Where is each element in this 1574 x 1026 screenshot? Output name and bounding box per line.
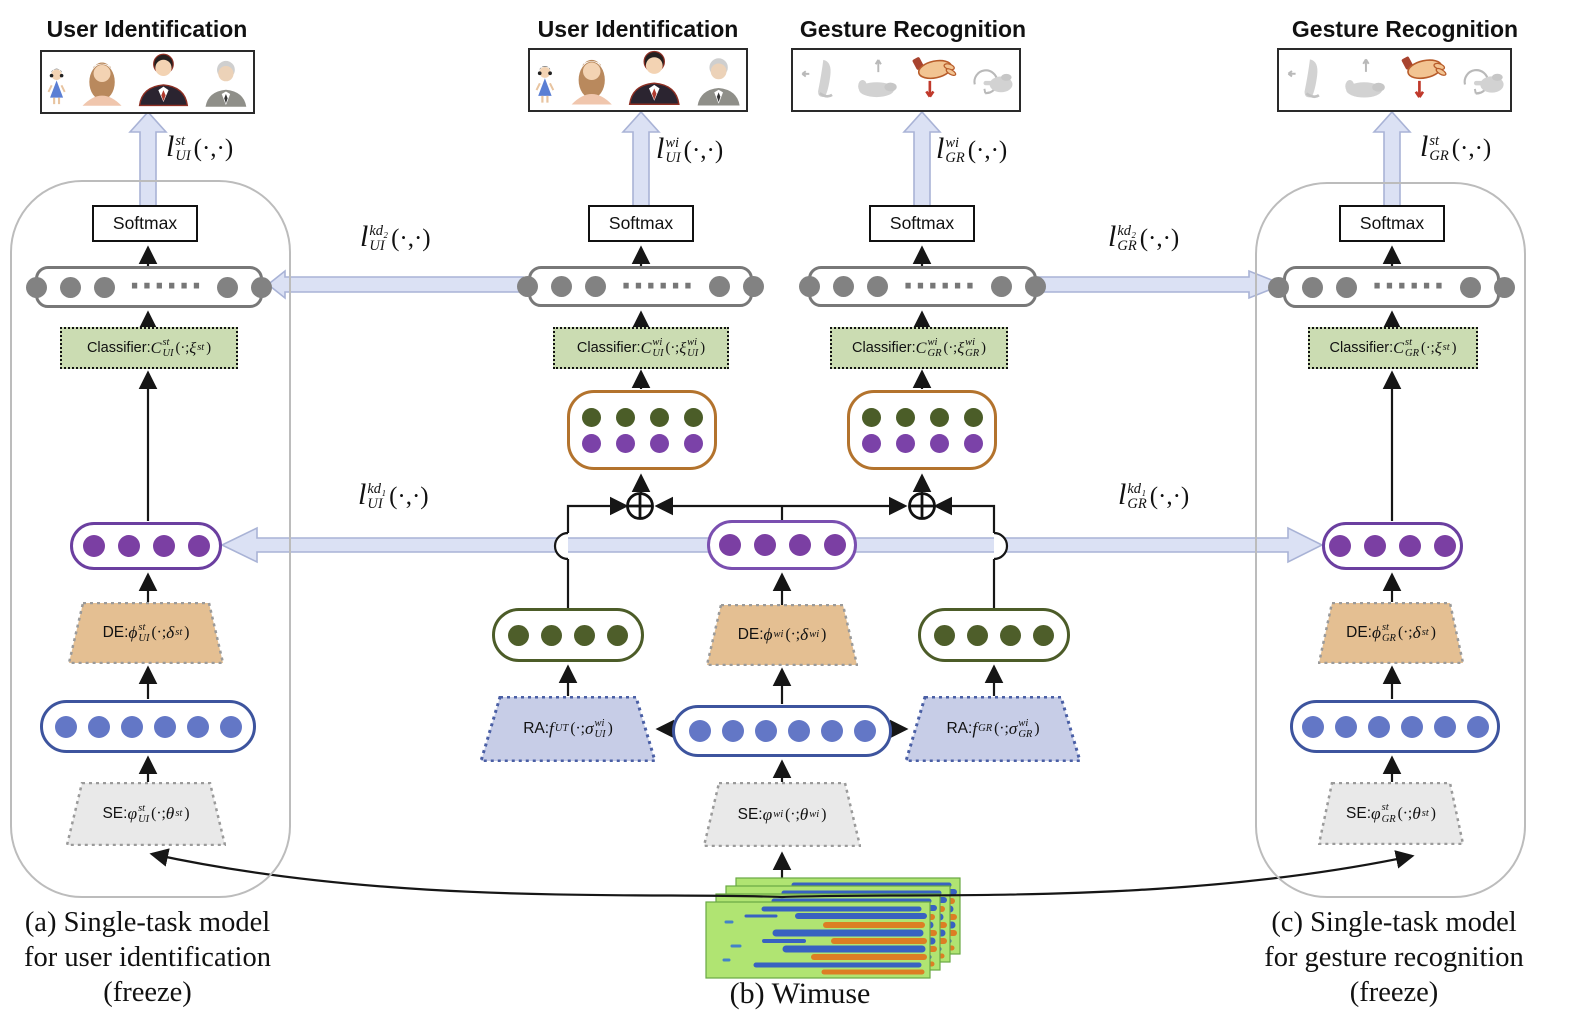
kd2-left-band-arrow [266, 269, 524, 300]
shallow-feature-capsule-b [672, 705, 892, 757]
title-user-identification-left: User Identification [46, 16, 248, 42]
logits-capsule-c: ······ [1268, 266, 1515, 308]
woman-avatar-icon [82, 62, 122, 106]
shallow-feature-capsule-a [40, 700, 256, 753]
kd2-right-band-arrow [1036, 269, 1286, 300]
panel-single-task-ui [10, 180, 291, 898]
residual-feature-capsule-ui [492, 608, 644, 662]
common-feature-capsule-b [707, 520, 857, 570]
gesture-lift-up-icon [858, 59, 897, 98]
panel-single-task-gr [1255, 182, 1526, 898]
gesture-circle-icon [1463, 69, 1504, 95]
user-classes-image-left [40, 50, 255, 114]
ellipsis-dots: ······ [128, 269, 204, 304]
residual-feature-capsule-gr [918, 608, 1070, 662]
shallow-feature-capsule-c [1290, 700, 1500, 753]
line-hop-right [993, 531, 1009, 561]
softmax-up-arrow-ui [621, 110, 661, 207]
elder-avatar-icon [205, 60, 247, 107]
common-feature-capsule-c [1322, 522, 1463, 570]
wimuse-input-spectrograms [706, 878, 960, 978]
fused-feature-capsule-ui [567, 390, 717, 470]
softmax-up-arrow-gr [902, 110, 942, 207]
fused-feature-capsule-gr [847, 390, 997, 470]
softmax-box-c: Softmax [1339, 205, 1445, 242]
gesture-swipe-left-icon [1287, 59, 1320, 99]
gesture-push-down-selected-icon [912, 57, 957, 98]
title-gesture-recognition-mid: Gesture Recognition [799, 16, 1027, 42]
ellipsis-dots: ······ [1371, 269, 1446, 304]
softmax-up-arrow-a [128, 110, 168, 207]
common-feature-capsule-a [70, 522, 222, 570]
elder-avatar-icon [697, 58, 740, 106]
gesture-circle-icon [973, 69, 1013, 95]
gesture-swipe-left-icon [801, 59, 833, 98]
ellipsis-dots: ······ [902, 268, 977, 304]
ellipsis-dots: ······ [620, 268, 695, 304]
woman-avatar-icon [571, 59, 612, 105]
caption-b: (b) Wimuse [729, 977, 871, 1010]
softmax-box-gr: Softmax [869, 205, 975, 242]
gesture-classes-image-right [1277, 48, 1512, 112]
man-avatar-selected-icon [629, 50, 680, 105]
user-classes-image-mid [528, 48, 748, 112]
oplus-gr-icon [908, 492, 936, 520]
logits-capsule-a: ······ [25, 266, 273, 308]
gesture-classes-image-mid [791, 48, 1021, 112]
oplus-ui-icon [626, 492, 654, 520]
gesture-push-down-selected-icon [1401, 56, 1447, 98]
line-hop-left [553, 531, 569, 561]
logits-capsule-ui: ······ [517, 266, 764, 307]
title-gesture-recognition-right: Gesture Recognition [1291, 16, 1519, 42]
man-avatar-selected-icon [139, 53, 189, 107]
title-user-identification-mid: User Identification [537, 16, 739, 42]
softmax-box-ui: Softmax [588, 205, 694, 242]
softmax-up-arrow-c [1372, 110, 1412, 207]
gesture-lift-up-icon [1345, 58, 1386, 98]
girl-avatar-icon [535, 66, 555, 103]
logits-capsule-gr: ······ [799, 266, 1046, 307]
softmax-box-a: Softmax [92, 205, 198, 242]
girl-avatar-icon [47, 68, 66, 105]
